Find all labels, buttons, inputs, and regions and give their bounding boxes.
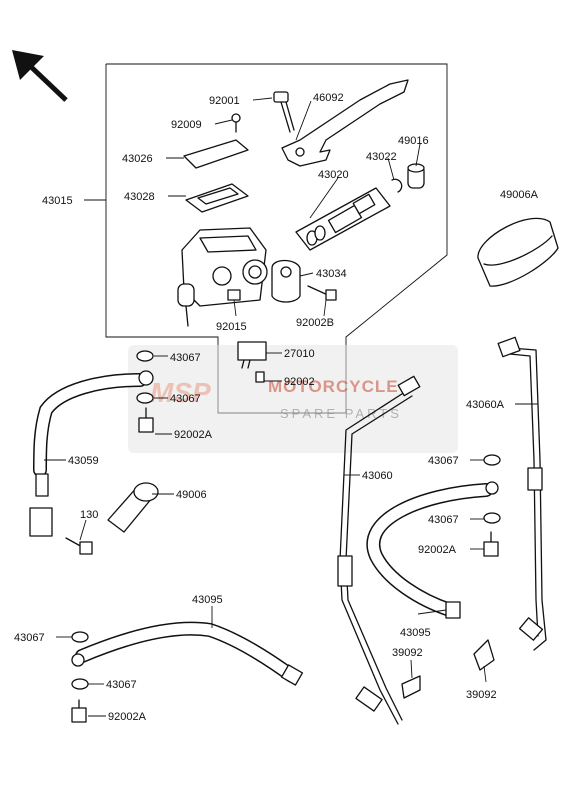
part-labels: 92001 46092 92009 49016 43026 43022 4302… bbox=[14, 92, 539, 723]
watermark-logo: MSP bbox=[150, 377, 211, 408]
lever-bolt bbox=[273, 91, 295, 133]
cap-49006 bbox=[107, 482, 159, 533]
label-46092: 46092 bbox=[313, 92, 344, 104]
watermark: MSP MOTORCYCLE SPARE PARTS bbox=[128, 345, 458, 453]
cap-screw bbox=[231, 113, 241, 133]
banjo-bolt-92002a-c bbox=[71, 699, 87, 723]
arrow-up-left-icon bbox=[12, 50, 68, 102]
label-130: 130 bbox=[80, 509, 98, 521]
washer-43067-c bbox=[483, 454, 501, 466]
washer-43067-f bbox=[71, 678, 89, 690]
hose-43059 bbox=[29, 370, 154, 537]
label-43067-e: 43067 bbox=[14, 632, 45, 644]
circlip bbox=[391, 178, 403, 193]
clip-92015 bbox=[227, 289, 241, 301]
label-92015: 92015 bbox=[216, 321, 247, 333]
label-39092-a: 39092 bbox=[392, 647, 423, 659]
clip-39092-b bbox=[473, 639, 495, 671]
dust-boot bbox=[407, 163, 425, 189]
label-43034: 43034 bbox=[316, 268, 347, 280]
banjo-bolt-92002a-a bbox=[138, 407, 154, 433]
label-43020: 43020 bbox=[318, 169, 349, 181]
label-43067-f: 43067 bbox=[106, 679, 137, 691]
label-43028: 43028 bbox=[124, 191, 155, 203]
clamp-bolt bbox=[307, 285, 337, 301]
label-43067-c: 43067 bbox=[428, 455, 459, 467]
label-43095-b: 43095 bbox=[400, 627, 431, 639]
banjo-bolt-92002a-b bbox=[483, 531, 499, 557]
brake-switch bbox=[237, 341, 267, 369]
label-43067-d: 43067 bbox=[428, 514, 459, 526]
label-92002a-c: 92002A bbox=[108, 711, 147, 723]
piston-kit bbox=[295, 187, 391, 251]
hose-43095-bottom bbox=[71, 621, 304, 686]
brake-lever bbox=[281, 79, 409, 167]
label-49006: 49006 bbox=[176, 489, 207, 501]
pipe-43060a bbox=[497, 336, 547, 651]
label-92002b: 92002B bbox=[296, 317, 334, 329]
diaphragm bbox=[185, 183, 249, 213]
label-43067-b: 43067 bbox=[170, 393, 201, 405]
clamp bbox=[271, 259, 301, 303]
label-43060a: 43060A bbox=[466, 399, 505, 411]
label-92009: 92009 bbox=[171, 119, 202, 131]
label-43060: 43060 bbox=[362, 470, 393, 482]
washer-43067-d bbox=[483, 512, 501, 524]
cover-49006a bbox=[477, 217, 559, 287]
bolt-130 bbox=[65, 537, 93, 555]
master-cylinder-body bbox=[177, 227, 268, 327]
label-39092-b: 39092 bbox=[466, 689, 497, 701]
label-43015: 43015 bbox=[42, 195, 73, 207]
hose-43095-right bbox=[366, 481, 499, 619]
switch-screw bbox=[255, 371, 265, 383]
label-43026: 43026 bbox=[122, 153, 153, 165]
clip-39092-a bbox=[401, 675, 421, 699]
washer-43067-e bbox=[71, 631, 89, 643]
washer-43067-a bbox=[136, 350, 154, 362]
label-49016: 49016 bbox=[398, 135, 429, 147]
label-49006a: 49006A bbox=[500, 189, 539, 201]
label-43059: 43059 bbox=[68, 455, 99, 467]
label-92001: 92001 bbox=[209, 95, 240, 107]
label-92002a-b: 92002A bbox=[418, 544, 457, 556]
label-43095-a: 43095 bbox=[192, 594, 223, 606]
label-92002: 92002 bbox=[284, 376, 315, 388]
label-43022: 43022 bbox=[366, 151, 397, 163]
washer-43067-b bbox=[136, 392, 154, 404]
watermark-line2: SPARE PARTS bbox=[280, 406, 402, 421]
pipe-43060 bbox=[337, 375, 421, 725]
label-27010: 27010 bbox=[284, 348, 315, 360]
leader-lines bbox=[44, 97, 538, 717]
label-43067-a: 43067 bbox=[170, 352, 201, 364]
label-92002a-a: 92002A bbox=[174, 429, 213, 441]
watermark-line1: MOTORCYCLE bbox=[268, 377, 399, 396]
reservoir-cap bbox=[183, 139, 249, 169]
